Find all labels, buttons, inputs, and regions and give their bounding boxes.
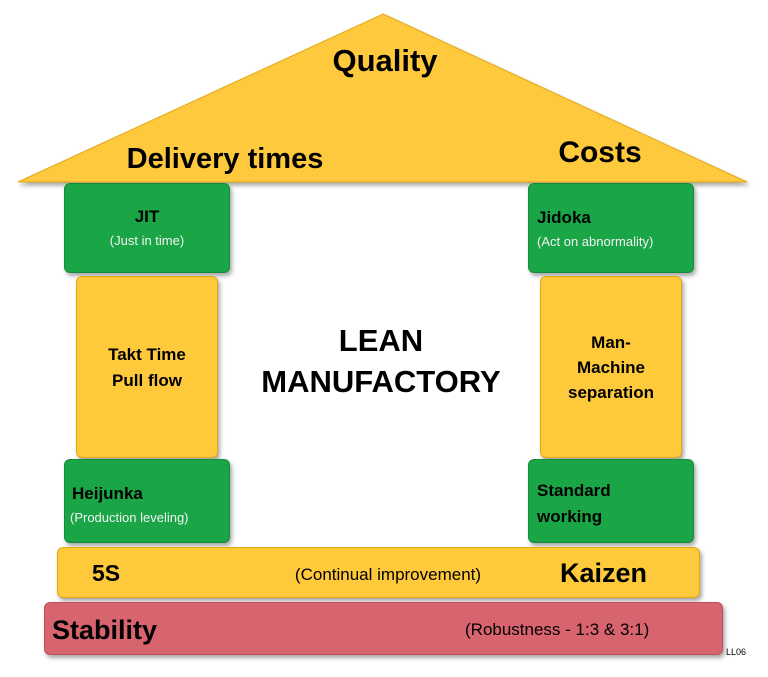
5s-label: 5S (92, 560, 121, 586)
center-title-line2: MANUFACTORY (261, 364, 501, 399)
right-pillar-top (528, 183, 694, 273)
separation-label: separation (568, 383, 654, 402)
pull-flow-label: Pull flow (112, 371, 182, 390)
jit-subtitle: (Just in time) (109, 233, 185, 248)
heijunka-subtitle: (Production leveling) (70, 510, 189, 525)
left-pillar-middle (76, 276, 218, 458)
jidoka-title: Jidoka (537, 208, 591, 227)
corner-code: LL06 (726, 647, 747, 657)
machine-label: Machine (576, 358, 646, 377)
kaizen-label: Kaizen (560, 558, 648, 588)
left-pillar-bottom (64, 459, 230, 543)
stability-foundation (44, 602, 723, 655)
right-pillar-middle (540, 276, 682, 458)
roof-right-label: Costs (558, 136, 642, 169)
kaizen-base (57, 547, 700, 598)
left-pillar-top (64, 183, 230, 273)
standard-label: Standard (537, 481, 611, 500)
right-pillar-bottom (528, 459, 694, 543)
takt-time-label: Takt Time (108, 345, 186, 364)
roof-left-label: Delivery times (126, 143, 324, 175)
roof-top-label: Quality (332, 43, 438, 78)
continual-improvement-label: (Continual improvement) (294, 565, 482, 584)
working-label: working (537, 507, 603, 526)
roof (17, 13, 748, 183)
stability-label: Stability (52, 615, 158, 645)
jit-title: JIT (134, 207, 160, 226)
man-label: Man- (591, 333, 631, 352)
heijunka-title: Heijunka (72, 484, 143, 503)
robustness-note: (Robustness - 1:3 & 3:1) (465, 620, 650, 639)
jidoka-subtitle: (Act on abnormality) (537, 234, 654, 249)
center-title-line1: LEAN (338, 323, 424, 358)
